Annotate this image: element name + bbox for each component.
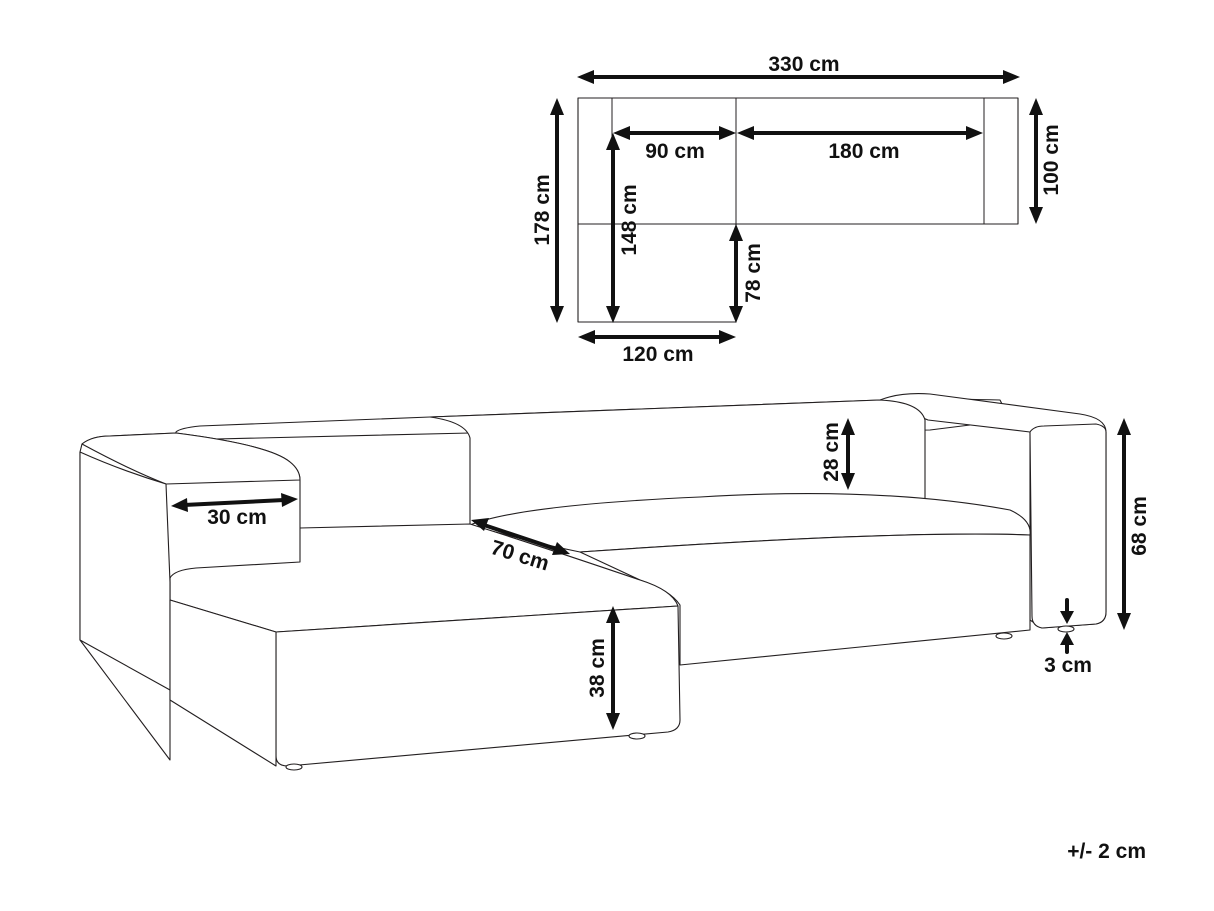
label-main-seat-width: 180 cm — [828, 140, 899, 163]
dim-arrow-total-height — [1117, 418, 1131, 630]
dim-arrow-total-depth — [550, 98, 564, 323]
label-total-depth: 178 cm — [531, 174, 554, 245]
dim-arrow-chaise-width — [578, 330, 736, 344]
dim-arrow-armrest-width — [171, 493, 298, 512]
label-chaise-inner-length: 148 cm — [618, 184, 641, 255]
dim-arrow-main-seat-width — [737, 126, 983, 140]
label-total-width: 330 cm — [768, 53, 839, 76]
label-armrest-width: 30 cm — [207, 506, 267, 529]
dim-arrow-backrest-height — [841, 418, 855, 490]
dim-arrow-main-depth — [1029, 98, 1043, 224]
dim-arrow-seat-depth — [471, 518, 570, 555]
sofa-perspective-drawing — [79, 393, 1107, 771]
label-backrest-height: 28 cm — [820, 422, 843, 482]
dim-arrow-chaise-inner-length — [606, 133, 620, 323]
dim-arrow-chaise-extension — [729, 224, 743, 323]
label-seat-height: 38 cm — [586, 638, 609, 698]
dim-arrow-leg-height — [1060, 598, 1074, 654]
label-corner-seat-width: 90 cm — [645, 140, 705, 163]
label-total-height: 68 cm — [1128, 496, 1151, 556]
dim-arrow-corner-seat-width — [613, 126, 736, 140]
label-chaise-extension: 78 cm — [742, 243, 765, 303]
dim-arrow-total-width — [577, 70, 1020, 84]
dim-arrow-seat-height — [606, 606, 620, 730]
label-main-depth: 100 cm — [1040, 124, 1063, 195]
label-leg-height: 3 cm — [1044, 654, 1092, 677]
tolerance-note: +/- 2 cm — [1067, 840, 1146, 863]
label-chaise-width: 120 cm — [622, 343, 693, 366]
